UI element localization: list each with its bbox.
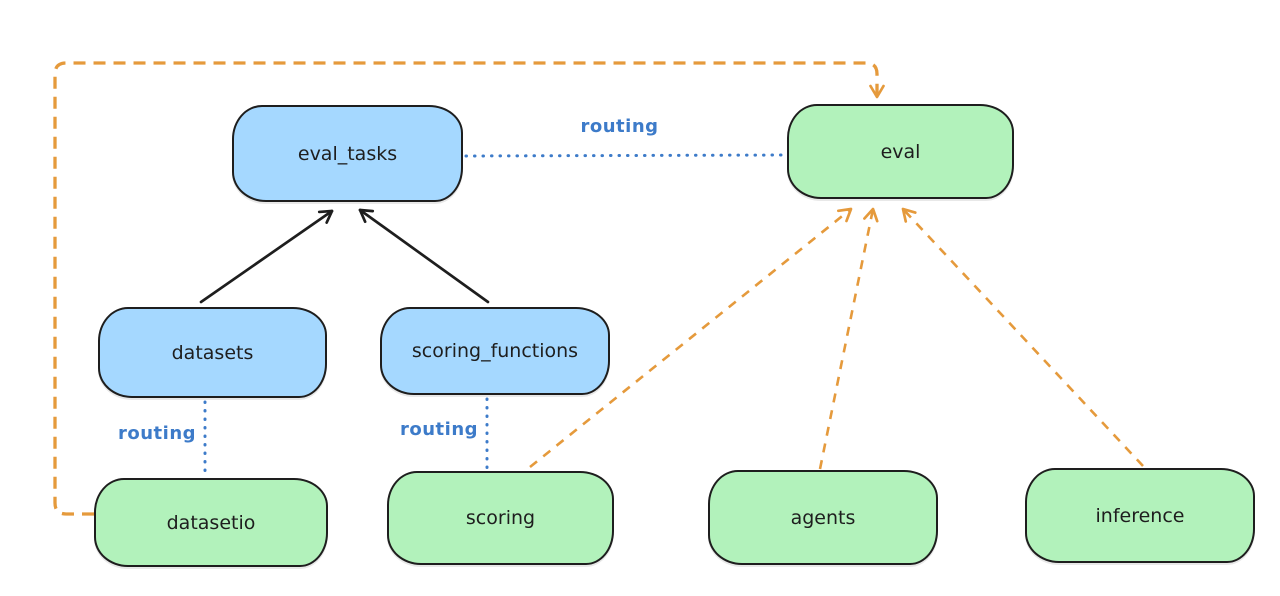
node-eval-tasks: eval_tasks xyxy=(232,105,463,202)
node-agents: agents xyxy=(708,470,938,565)
edge-inference-to-eval xyxy=(901,207,1144,467)
edge-agents-to-eval xyxy=(818,207,879,470)
node-scoring-functions: scoring_functions xyxy=(380,307,610,395)
node-inference-label: inference xyxy=(1095,504,1185,527)
node-scoring-label: scoring xyxy=(465,507,536,529)
edge-datasetio-to-eval xyxy=(53,61,885,516)
node-datasetio: datasetio xyxy=(94,478,328,567)
node-inference: inference xyxy=(1025,468,1255,563)
edge-datasets-to-eval-tasks xyxy=(199,209,334,304)
node-eval-tasks-label: eval_tasks xyxy=(297,142,398,165)
edge-scoring-to-eval xyxy=(529,207,853,469)
node-datasets: datasets xyxy=(98,307,327,398)
edge-eval-tasks-to-eval xyxy=(464,153,787,158)
node-scoring: scoring xyxy=(387,471,614,565)
edge-scoring-functions-to-eval-tasks xyxy=(358,208,490,304)
node-agents-label: agents xyxy=(790,506,856,529)
routing-label-datasets-datasetio: routing xyxy=(117,423,197,444)
node-eval-label: eval xyxy=(880,140,921,163)
node-datasetio-label: datasetio xyxy=(166,511,256,534)
node-scoring-functions-label: scoring_functions xyxy=(411,340,579,362)
routing-label-scoring-functions-scoring: routing xyxy=(399,419,479,440)
node-eval: eval xyxy=(787,104,1014,199)
node-datasets-label: datasets xyxy=(171,341,254,364)
routing-label-eval-tasks-eval: routing xyxy=(580,116,659,137)
